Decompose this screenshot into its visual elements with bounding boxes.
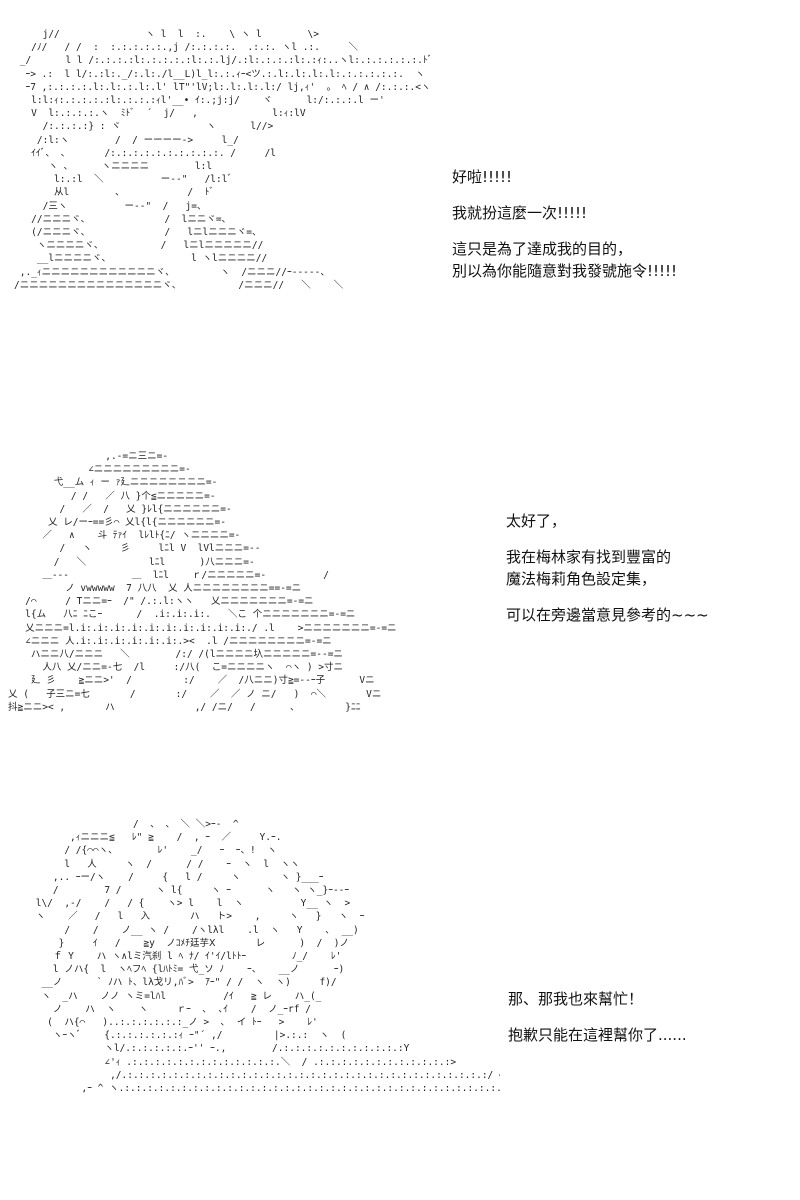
dialog-1-line-3-4: 這只是為了達成我的目的， 別以為你能隨意對我發號施令!!!!! [452, 238, 792, 282]
dialog-1-line-3: 這只是為了達成我的目的， [452, 240, 633, 258]
dialog-2-line-3: 魔法梅莉角色設定集， [506, 570, 657, 588]
dialog-1-line-1: 好啦!!!!! [452, 168, 513, 186]
dialog-3: 那、那我也來幫忙！ 抱歉只能在這裡幫你了...... [508, 988, 798, 1060]
dialog-3-line-1: 那、那我也來幫忙！ [508, 990, 644, 1008]
ascii-art-character-3: / 、 、 ＼ ＼>ｰ‐ ^ ,ｨニニニ≦ ﾚ" ≧ / , ｰ ／ Y.ｰ. … [35, 819, 500, 1095]
dialog-2-line-4: 可以在旁邊當意見參考的~~~ [506, 606, 709, 624]
dialog-2-line-1: 太好了， [506, 512, 567, 530]
dialog-1-line-2: 我就扮這麼一次!!!!! [452, 204, 588, 222]
dialog-2-line-2: 我在梅林家有找到豐富的 [506, 548, 672, 566]
dialog-3-line-2: 抱歉只能在這裡幫你了...... [508, 1026, 687, 1044]
dialog-2: 太好了， 我在梅林家有找到豐富的 魔法梅莉角色設定集， 可以在旁邊當意見參考的~… [506, 510, 796, 640]
dialog-1: 好啦!!!!! 我就扮這麼一次!!!!! 這只是為了達成我的目的， 別以為你能隨… [452, 166, 792, 296]
panel-2: ,.-=ニ三ニ=- ∠ニニニニニニニニニ=- 弋__ム ｨ ー ｧ廴ニニニニニニ… [0, 410, 800, 810]
dialog-2-line-2-3: 我在梅林家有找到豐富的 魔法梅莉角色設定集， [506, 546, 796, 590]
ascii-art-character-2: ,.-=ニ三ニ=- ∠ニニニニニニニニニ=- 弋__ム ｨ ー ｧ廴ニニニニニニ… [8, 451, 397, 713]
dialog-1-line-4: 別以為你能隨意對我發號施令!!!!! [452, 262, 678, 280]
ascii-art-character-1: j// ヽ l l :. \ ヽ l \> /ﾉ/ / / : :.:.:.:.… [14, 29, 433, 291]
panel-1: j// ヽ l l :. \ ヽ l \> /ﾉ/ / / : :.:.:.:.… [0, 0, 800, 410]
panel-3: / 、 、 ＼ ＼>ｰ‐ ^ ,ｨニニニ≦ ﾚ" ≧ / , ｰ ／ Y.ｰ. … [0, 810, 800, 1200]
